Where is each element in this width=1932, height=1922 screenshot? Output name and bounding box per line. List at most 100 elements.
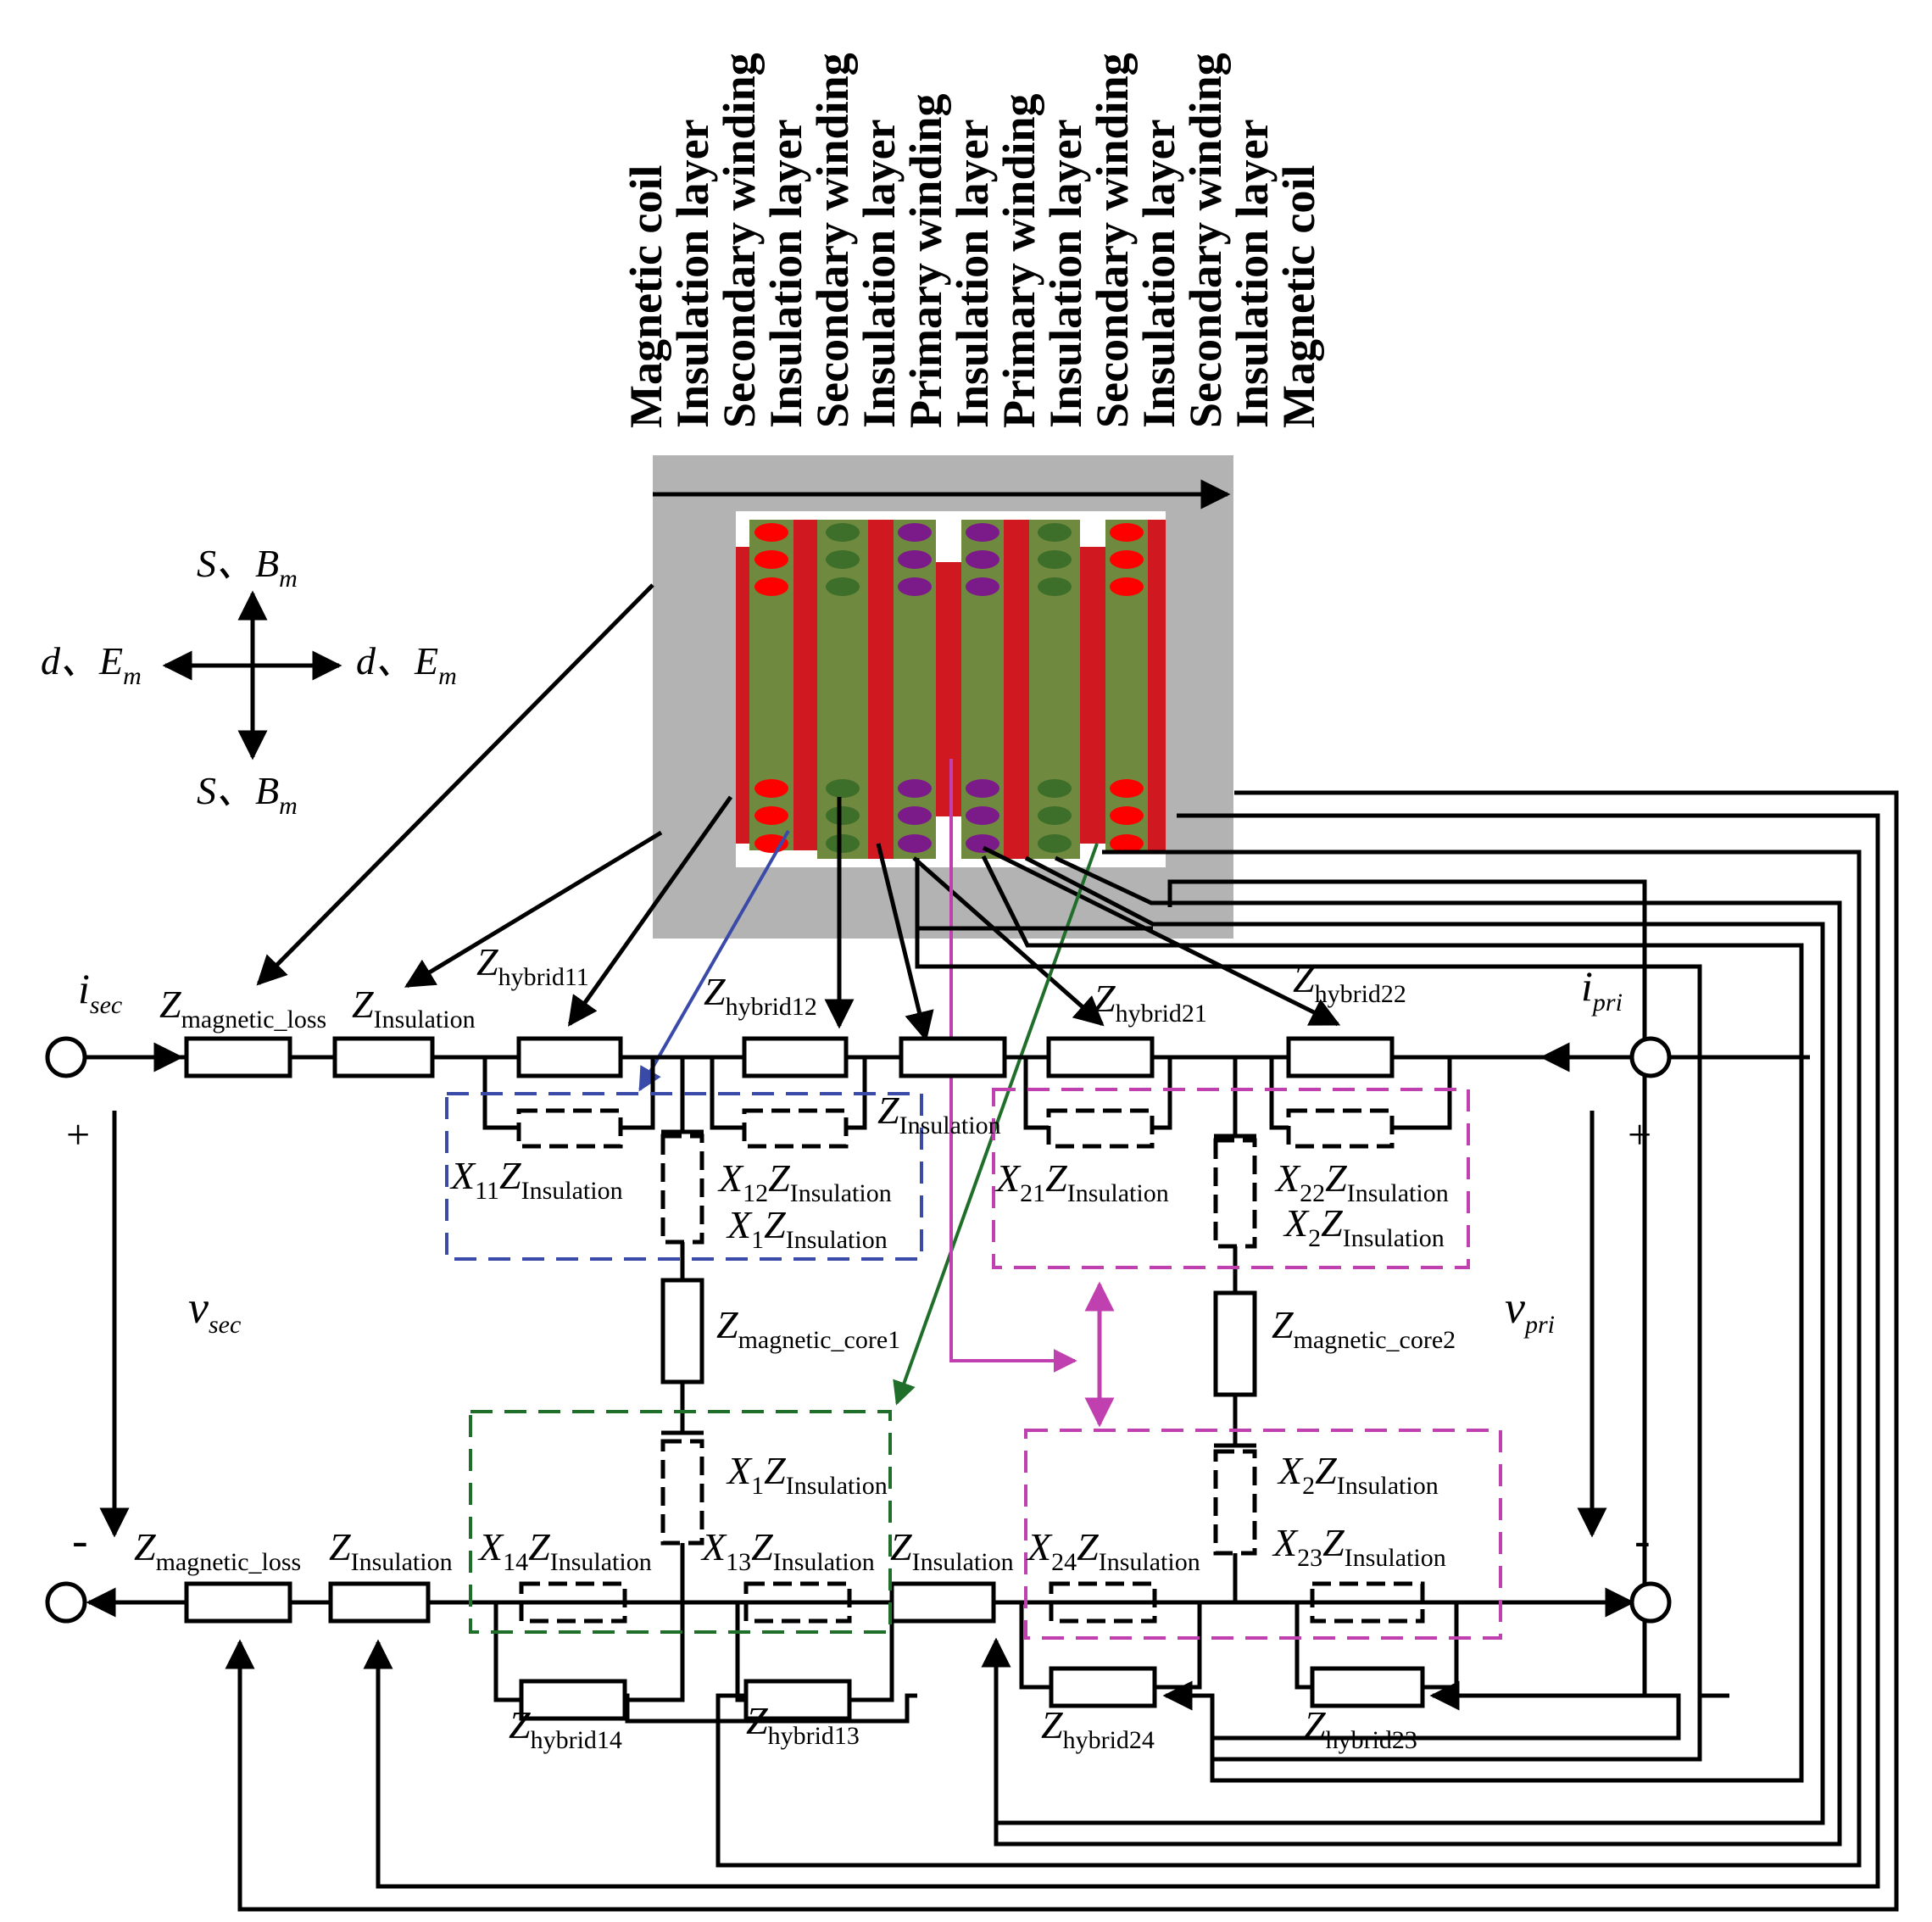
i-sec-label-main: i [78, 965, 90, 1012]
label-x11-sub: Insulation [521, 1177, 623, 1205]
primary-winding [961, 520, 1004, 859]
layer-header-12: Insulation layer [1133, 119, 1184, 428]
label-z-hybrid13: Zhybrid13 [746, 1699, 860, 1750]
label-x23-main: Z [1322, 1521, 1345, 1564]
conductor-dot [1038, 523, 1072, 542]
layer-header-2: Insulation layer [667, 119, 718, 428]
label-x14-xs: 14 [503, 1548, 528, 1576]
label-z-insulation-mid-bottom-sub: Insulation [912, 1548, 1014, 1576]
label-z-insulation-bottom-main: Z [329, 1525, 351, 1568]
top-rail [45, 1036, 1810, 1602]
conductor-dot [1110, 806, 1144, 825]
label-z-insulation-mid-top-main: Z [877, 1089, 899, 1132]
conductor-dot [1038, 577, 1072, 596]
insulation-layer [1004, 520, 1029, 859]
transformer-cross-section [653, 455, 1233, 939]
label-z-hybrid11-main: Z [476, 940, 498, 983]
i-pri-label: ipri [1581, 962, 1623, 1017]
label-z-magnetic-core2-main: Z [1272, 1303, 1294, 1346]
label-x22-main: Z [1325, 1156, 1347, 1200]
conductor-dot [754, 523, 788, 542]
z-hybrid12 [742, 1036, 849, 1078]
return-wires [225, 790, 1899, 1912]
terminal-pri-bottom [1629, 1581, 1672, 1624]
terminal-sec-bottom [45, 1581, 87, 1624]
layer-header-15: Magnetic coil [1273, 165, 1324, 428]
label-x2-top-x: X [1283, 1201, 1310, 1245]
label-x24: X24ZInsulation [1026, 1525, 1200, 1576]
conductor-dot [1038, 779, 1072, 798]
label-z-magnetic-core2: Zmagnetic_core2 [1272, 1303, 1456, 1354]
label-z-hybrid14: Zhybrid14 [509, 1703, 622, 1754]
magenta-group-box-bottom [1024, 1429, 1502, 1640]
secondary-winding [749, 520, 793, 850]
z-hybrid24 [1049, 1666, 1157, 1708]
conductor-dot [1110, 834, 1144, 853]
label-x24-main: Z [1077, 1525, 1099, 1568]
label-x1-bot-xs: 1 [751, 1472, 764, 1500]
label-x1-top-sub: Insulation [786, 1226, 888, 1254]
label-x11: X11ZInsulation [449, 1154, 623, 1205]
z-hybrid11 [516, 1036, 623, 1078]
minus-sec: - [72, 1514, 88, 1567]
layer-header-9: Primary winding [994, 93, 1044, 428]
label-x2-bot-sub: Insulation [1337, 1472, 1439, 1500]
label-z-hybrid22: Zhybrid22 [1293, 957, 1406, 1008]
layer-header-5: Secondary winding [807, 53, 858, 428]
x11-insulation-dashed [516, 1108, 623, 1149]
z-hybrid22 [1286, 1036, 1395, 1078]
label-z-hybrid13-sub: hybrid13 [768, 1722, 860, 1750]
label-z-magnetic-loss-top-sub: magnetic_loss [181, 1006, 327, 1033]
label-x21-xs: 21 [1020, 1179, 1045, 1207]
conductor-dot [898, 577, 932, 596]
label-x12-main: Z [768, 1156, 790, 1200]
conductor-dot [1110, 550, 1144, 569]
conductor-dot [898, 834, 932, 853]
conductor-dot [1038, 834, 1072, 853]
label-x12-x: X [717, 1156, 744, 1200]
x24-insulation-dashed [1049, 1581, 1157, 1624]
field-direction-cross [162, 590, 342, 760]
label-x13-xs: 13 [726, 1548, 751, 1576]
conductor-dot [966, 577, 999, 596]
secondary-winding [817, 520, 868, 859]
z-insulation-mid-top [899, 1036, 1007, 1078]
label-z-insulation-bottom: ZInsulation [329, 1525, 453, 1576]
conductor-dot [1110, 779, 1144, 798]
conductor-dot [898, 779, 932, 798]
label-x1-top-main: Z [764, 1203, 786, 1246]
conductor-dot [826, 806, 860, 825]
z-magnetic-core2 [1213, 1290, 1257, 1397]
label-z-hybrid22-sub: hybrid22 [1315, 980, 1406, 1008]
conductor-dot [826, 779, 860, 798]
i-pri-label-sub: pri [1591, 989, 1623, 1017]
layer-header-13: Secondary winding [1180, 53, 1231, 428]
label-z-hybrid22-main: Z [1293, 957, 1315, 1000]
plus-sec: + [66, 1111, 90, 1158]
conductor-dot [1110, 577, 1144, 596]
label-z-magnetic-core2-sub: magnetic_core2 [1294, 1326, 1456, 1354]
conductor-dot [966, 779, 999, 798]
conductor-dot [1038, 806, 1072, 825]
label-x1-top-x: X [726, 1203, 753, 1246]
compass-left-label: d、Em [41, 639, 142, 690]
x14-insulation-dashed [519, 1581, 627, 1624]
layer-header-1: Magnetic coil [621, 165, 671, 428]
label-x23-sub: Insulation [1345, 1544, 1446, 1572]
label-x24-sub: Insulation [1099, 1548, 1200, 1576]
label-x21-x: X [994, 1156, 1022, 1200]
x2-insulation-bot-dashed [1213, 1449, 1257, 1556]
compass-down-label-sub: m [279, 792, 298, 820]
i-sec-label: isec [78, 965, 122, 1019]
label-z-hybrid23: Zhybrid23 [1304, 1703, 1417, 1754]
label-x13-main: Z [751, 1525, 773, 1568]
label-x1-top: X1ZInsulation [726, 1203, 888, 1254]
insulation-layer [1080, 547, 1105, 844]
compass-up-label-main: S、B [197, 542, 279, 585]
label-z-insulation-top-sub: Insulation [374, 1006, 476, 1033]
label-x13-sub: Insulation [773, 1548, 875, 1576]
label-z-magnetic-loss-top: Zmagnetic_loss [159, 983, 326, 1033]
label-z-hybrid24-main: Z [1041, 1703, 1063, 1747]
compass-up-label-sub: m [279, 565, 298, 593]
